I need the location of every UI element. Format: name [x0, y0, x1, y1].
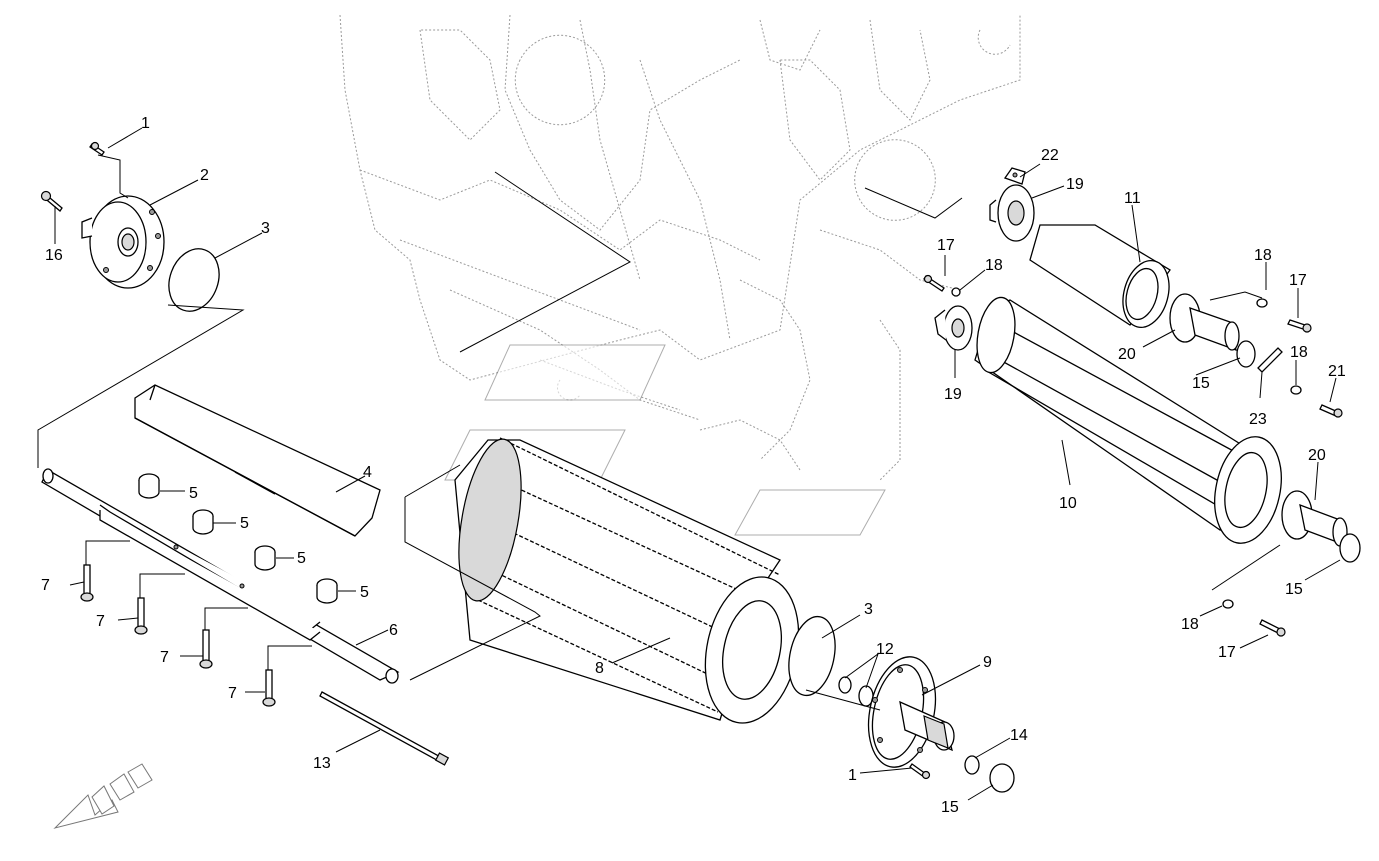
flange-part-2 — [81, 195, 165, 289]
callout-11: 11 — [1124, 190, 1141, 207]
callout-19b: 19 — [944, 386, 962, 403]
bolt-part-17-top — [923, 274, 945, 292]
leader-lines — [54, 127, 1341, 801]
callout-5b: 5 — [240, 515, 249, 532]
flange-part-19-top — [989, 184, 1035, 242]
washer-part-14 — [964, 755, 980, 775]
background-frame — [339, 14, 1021, 481]
callout-8: 8 — [595, 660, 604, 677]
callout-19a: 19 — [1066, 176, 1084, 193]
cover-part-4 — [134, 384, 381, 537]
bracket-part-22 — [1003, 167, 1026, 185]
circlip-part-15-top — [1236, 340, 1256, 368]
callout-1a: 1 — [141, 115, 150, 132]
bolt-part-16 — [40, 190, 63, 212]
callout-5d: 5 — [360, 584, 369, 601]
washer-part-18-right-a — [1256, 298, 1268, 308]
callout-2: 2 — [200, 167, 209, 184]
cover-part-11 — [1029, 224, 1171, 328]
callout-5a: 5 — [189, 485, 198, 502]
callout-17c: 17 — [1218, 644, 1236, 661]
callout-1b: 1 — [848, 767, 857, 784]
bolt-part-1-left — [89, 141, 105, 156]
bolt-part-21 — [1319, 404, 1343, 418]
callout-7c: 7 — [160, 649, 169, 666]
bolts-part-7 — [80, 564, 276, 707]
washer-part-18-right-b — [1290, 385, 1302, 395]
bolt-part-17-right — [1287, 319, 1312, 333]
callout-15b: 15 — [1192, 375, 1210, 392]
callout-18b: 18 — [1254, 247, 1272, 264]
circlip-part-15-right — [1339, 533, 1361, 563]
callout-17a: 17 — [937, 237, 955, 254]
callout-labels: 1 2 3 16 4 5 5 5 5 6 7 7 7 7 13 8 3 12 9… — [41, 115, 1346, 816]
callout-12: 12 — [876, 641, 894, 658]
circlip-part-15-bottom — [989, 763, 1015, 793]
callout-22: 22 — [1041, 147, 1059, 164]
o-ring-part-3-center — [788, 615, 836, 697]
callout-7b: 7 — [96, 613, 105, 630]
callout-21: 21 — [1328, 363, 1346, 380]
assembly-lines — [37, 154, 1281, 711]
rings-part-12 — [838, 676, 874, 707]
direction-arrow-icon — [53, 763, 153, 829]
callout-18c: 18 — [1290, 344, 1308, 361]
flange-part-19-bottom — [934, 305, 973, 351]
callout-6: 6 — [389, 622, 398, 639]
callout-15a: 15 — [941, 799, 959, 816]
callout-20b: 20 — [1308, 447, 1326, 464]
callout-7d: 7 — [228, 685, 237, 702]
washer-part-18-bottom — [1222, 599, 1234, 609]
callout-23: 23 — [1249, 411, 1267, 428]
bolt-part-17-bottom — [1259, 619, 1286, 637]
washer-part-18-top — [951, 287, 961, 297]
callout-17b: 17 — [1289, 272, 1307, 289]
callout-15c: 15 — [1285, 581, 1303, 598]
toothed-roller-part-8 — [454, 437, 800, 724]
o-ring-part-3-left — [168, 248, 220, 312]
stub-shaft-part-9 — [867, 656, 955, 768]
shaft-part-6 — [41, 468, 400, 684]
callout-3a: 3 — [261, 220, 270, 237]
roller-part-10 — [974, 296, 1282, 544]
bracket-part-23 — [1257, 347, 1283, 373]
callout-18a: 18 — [985, 257, 1003, 274]
bolt-part-1-bottom — [909, 763, 931, 780]
stub-shaft-part-20-bottom — [1281, 490, 1348, 547]
callout-10: 10 — [1059, 495, 1077, 512]
bushings-part-5 — [138, 473, 338, 604]
callout-5c: 5 — [297, 550, 306, 567]
callout-20a: 20 — [1118, 346, 1136, 363]
callout-7a: 7 — [41, 577, 50, 594]
callout-18d: 18 — [1181, 616, 1199, 633]
strip-part-13 — [319, 691, 450, 766]
callout-4: 4 — [363, 464, 372, 481]
callout-13: 13 — [313, 755, 331, 772]
callout-9: 9 — [983, 654, 992, 671]
callout-14: 14 — [1010, 727, 1028, 744]
callout-3b: 3 — [864, 601, 873, 618]
stub-shaft-part-20-top — [1169, 293, 1240, 352]
callout-16: 16 — [45, 247, 63, 264]
